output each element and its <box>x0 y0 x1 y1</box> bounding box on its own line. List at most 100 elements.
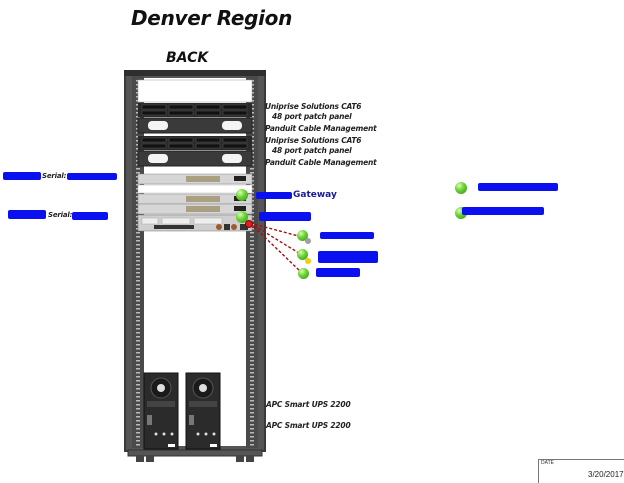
redacted-device-2 <box>318 251 378 263</box>
rail-hole <box>250 404 254 406</box>
rail-hole <box>136 392 140 394</box>
connection-lines <box>249 222 303 274</box>
redacted-device-name-2 <box>8 210 46 219</box>
rail-hole <box>136 408 140 410</box>
rail-hole <box>136 412 140 414</box>
rail-hole <box>250 428 254 430</box>
device-2-status-icon[interactable] <box>297 249 308 260</box>
serial-label-2: Serial: <box>48 211 73 219</box>
patch-port-block <box>195 110 221 116</box>
rail-hole <box>136 272 140 274</box>
device-1-unknown-icon <box>305 238 311 244</box>
patch-port-block <box>168 143 194 149</box>
rail-hole <box>250 312 254 314</box>
rail-hole <box>250 172 254 174</box>
device-1-status-icon[interactable] <box>297 230 308 241</box>
device-3-status-icon[interactable] <box>298 268 309 279</box>
rail-hole <box>250 380 254 382</box>
rail-hole <box>250 356 254 358</box>
rail-hole <box>136 276 140 278</box>
rail-hole <box>250 272 254 274</box>
rail-hole <box>136 424 140 426</box>
rail-hole <box>250 436 254 438</box>
rail-hole <box>136 252 140 254</box>
rail-hole <box>250 444 254 446</box>
device-2-warning-icon <box>305 258 311 264</box>
rail-hole <box>250 300 254 302</box>
label-ups-1: APC Smart UPS 2200 <box>266 400 351 409</box>
rail-hole <box>136 172 140 174</box>
patch-port-block <box>222 110 248 116</box>
rail-hole <box>136 236 140 238</box>
date-header: DATE <box>541 460 554 466</box>
rail-hole <box>250 240 254 242</box>
rail-hole <box>250 232 254 234</box>
rail-hole <box>136 444 140 446</box>
patch-panel-1 <box>138 103 252 117</box>
rail-hole <box>250 432 254 434</box>
rail-hole <box>136 232 140 234</box>
serial-label-1: Serial: <box>42 172 67 180</box>
patch-port-block <box>222 137 248 143</box>
rail-hole <box>136 440 140 442</box>
right-rail <box>246 76 258 448</box>
rail-hole <box>136 372 140 374</box>
blank-panel <box>137 79 253 103</box>
rail-hole <box>136 348 140 350</box>
rail-hole <box>136 384 140 386</box>
patch-panel-2 <box>138 136 252 150</box>
rail-hole <box>136 320 140 322</box>
rail-hole <box>136 312 140 314</box>
date-value: 3/20/2017 <box>588 470 624 479</box>
redacted-serial-1 <box>67 173 117 180</box>
rail-hole <box>136 436 140 438</box>
rail-hole <box>250 348 254 350</box>
rail-hole <box>136 344 140 346</box>
patch-port-block <box>195 143 221 149</box>
network-switch-3 <box>137 203 253 215</box>
rail-hole <box>250 256 254 258</box>
rail-hole <box>136 284 140 286</box>
rail-hole <box>136 288 140 290</box>
redacted-serial-2 <box>72 212 108 220</box>
patch-port-block <box>141 143 167 149</box>
rail-hole <box>136 380 140 382</box>
rail-hole <box>250 244 254 246</box>
rail-hole <box>250 340 254 342</box>
redacted-server-name <box>259 212 311 221</box>
gateway-status-ok-icon[interactable] <box>236 189 248 201</box>
rail-hole <box>250 364 254 366</box>
label-patch-panel-2-sub: 48 port patch panel <box>272 146 352 155</box>
redacted-device-name-1 <box>3 172 41 180</box>
remote-device-1-status-icon[interactable] <box>455 182 467 194</box>
rail-hole <box>250 412 254 414</box>
rail-hole <box>136 308 140 310</box>
rail-hole <box>250 424 254 426</box>
ups-2 <box>185 372 221 450</box>
rail-hole <box>250 248 254 250</box>
rail-hole <box>250 416 254 418</box>
server-rack <box>124 70 266 462</box>
rail-hole <box>136 168 140 170</box>
network-switch-2 <box>137 193 253 205</box>
rail-hole <box>250 388 254 390</box>
rail-hole <box>136 328 140 330</box>
rail-hole <box>250 304 254 306</box>
rail-hole <box>136 352 140 354</box>
rail-hole <box>250 420 254 422</box>
server <box>137 214 253 232</box>
rail-hole <box>250 400 254 402</box>
patch-port-block <box>168 104 194 110</box>
rail-hole <box>250 280 254 282</box>
rail-hole <box>136 292 140 294</box>
cable-management-1 <box>137 117 253 134</box>
server-status-ok-icon[interactable] <box>236 211 248 223</box>
redacted-gateway-name <box>256 192 292 199</box>
date-block <box>538 459 624 483</box>
server-alert-icon[interactable] <box>245 220 253 228</box>
rail-hole <box>136 324 140 326</box>
rail-hole <box>136 364 140 366</box>
rail-hole <box>136 400 140 402</box>
rail-hole <box>136 340 140 342</box>
label-patch-panel-1-sub: 48 port patch panel <box>272 112 352 121</box>
